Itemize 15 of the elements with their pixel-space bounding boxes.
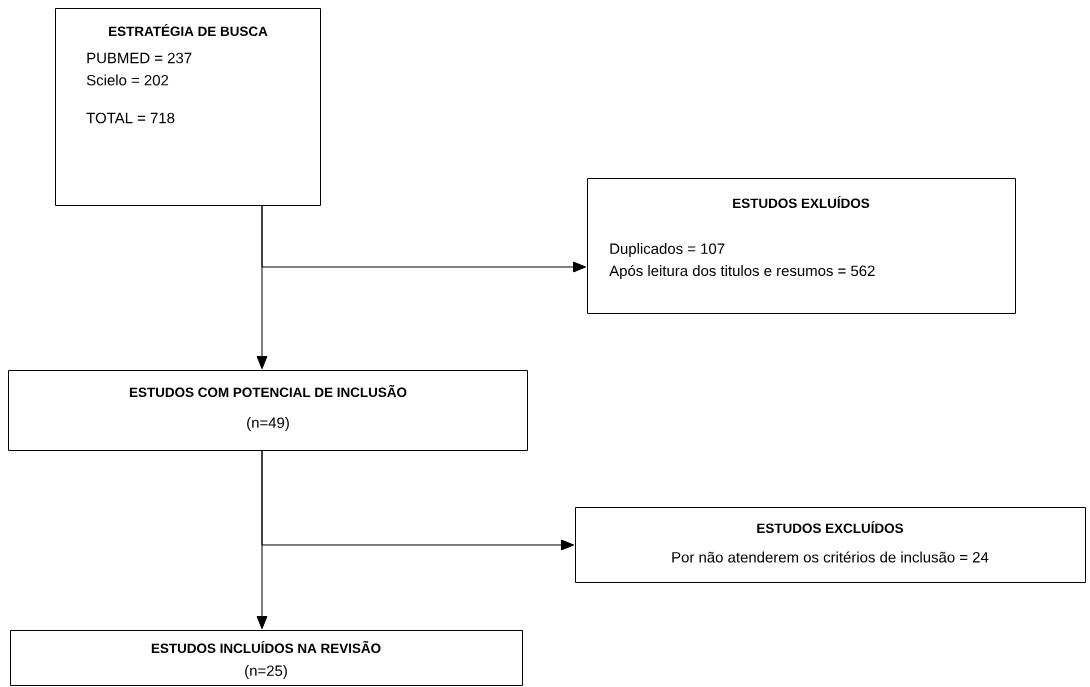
box-heading: ESTUDOS COM POTENCIAL DE INCLUSÃO: [129, 384, 407, 398]
box-heading: ESTUDOS INCLUÍDOS NA REVISÃO: [151, 640, 381, 654]
box-text: Após leitura dos titulos e resumos = 562: [609, 264, 875, 280]
box-text: (n=49): [247, 417, 289, 431]
box-text: Por não atenderem os critérios de inclusão = 24: [672, 551, 989, 563]
box-text: Scielo = 202: [86, 74, 169, 86]
box-heading: ESTRATÉGIA DE BUSCA: [109, 23, 268, 36]
arrow: [261, 205, 587, 273]
box-text: (n=25): [245, 665, 287, 679]
box-heading: ESTUDOS EXCLUÍDOS: [757, 520, 904, 533]
box-text: PUBMED = 237: [87, 52, 192, 64]
box-text: TOTAL = 718: [86, 112, 175, 124]
arrow: [261, 450, 575, 551]
box-text: Duplicados = 107: [610, 243, 725, 257]
box-heading: ESTUDOS EXLUÍDOS: [733, 195, 870, 208]
